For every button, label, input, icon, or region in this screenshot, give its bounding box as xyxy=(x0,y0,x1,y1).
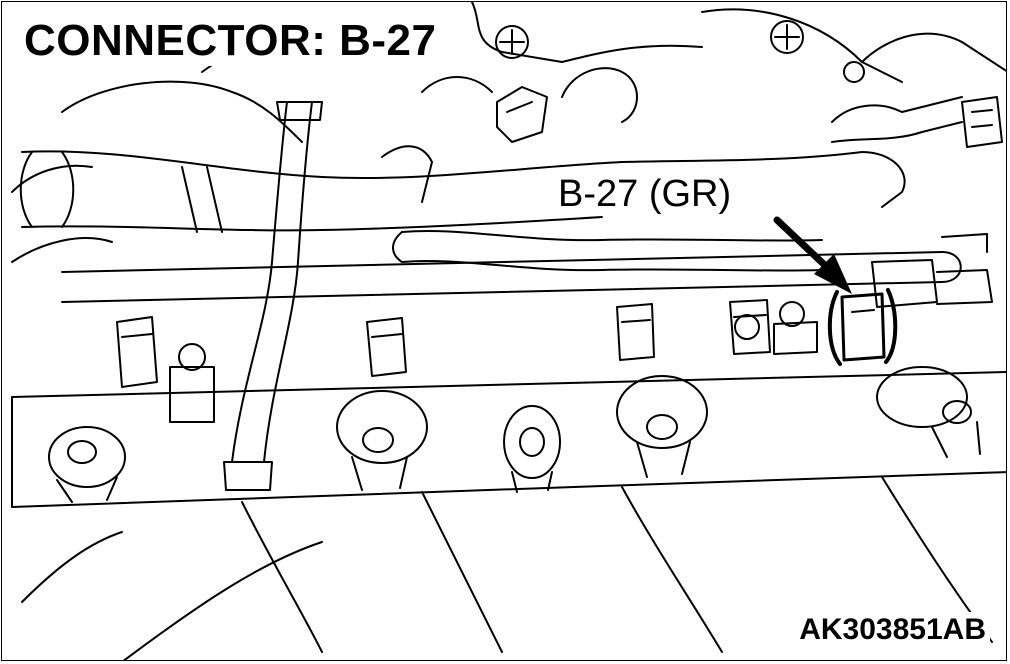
bolt-icon xyxy=(495,25,529,59)
page-title: CONNECTOR: B-27 xyxy=(20,16,443,66)
intake-port xyxy=(503,405,561,493)
intake-port xyxy=(336,390,428,491)
injector-connector xyxy=(116,316,158,388)
injector-connector xyxy=(366,317,407,377)
connector-callout-label: B-27 (GR) xyxy=(554,172,736,216)
intake-port xyxy=(48,426,126,503)
intake-port xyxy=(616,375,708,478)
bolt-icon xyxy=(773,301,818,355)
bolt-icon xyxy=(734,314,760,340)
figure-id: AK303851AB xyxy=(795,612,990,648)
bolt-icon xyxy=(843,61,865,83)
connector-highlight-icon xyxy=(827,288,898,366)
bolt-icon xyxy=(770,20,804,54)
intake-port xyxy=(876,366,981,458)
injector-connector xyxy=(616,303,655,361)
bolt-icon xyxy=(169,343,215,423)
